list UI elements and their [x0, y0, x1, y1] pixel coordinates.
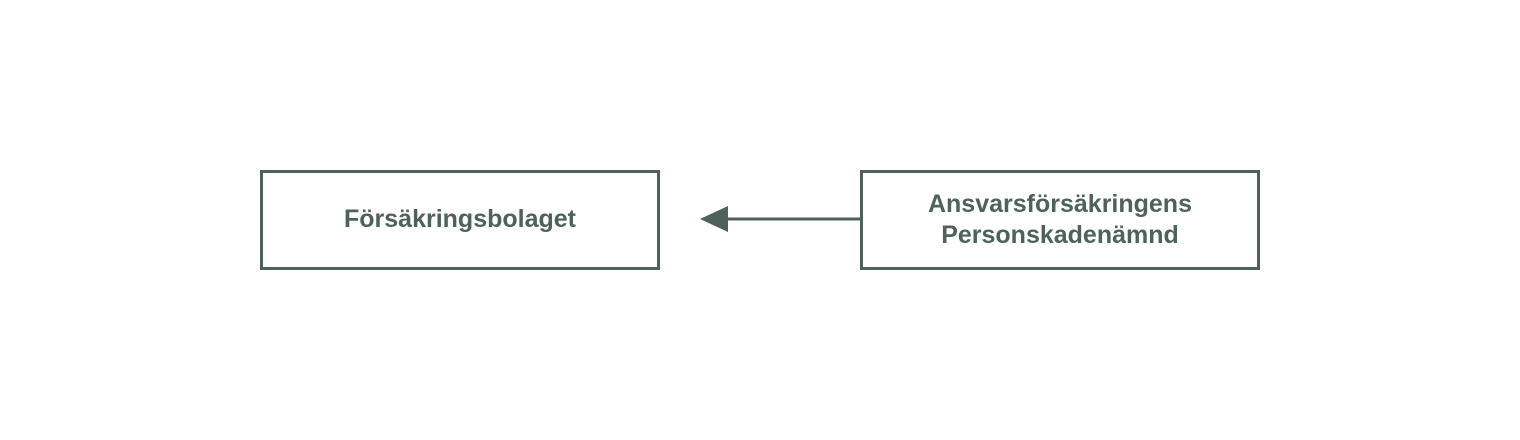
node-label: Ansvarsförsäkringens Personskadenämnd — [927, 189, 1192, 249]
node-ansvarsforsakringens-personskadenamnd: Ansvarsförsäkringens Personskadenämnd — [860, 170, 1260, 270]
node-label: Försäkringsbolaget — [344, 205, 576, 234]
arrow-head-icon — [700, 206, 728, 232]
node-forsakringsbolaget: Försäkringsbolaget — [260, 170, 660, 270]
